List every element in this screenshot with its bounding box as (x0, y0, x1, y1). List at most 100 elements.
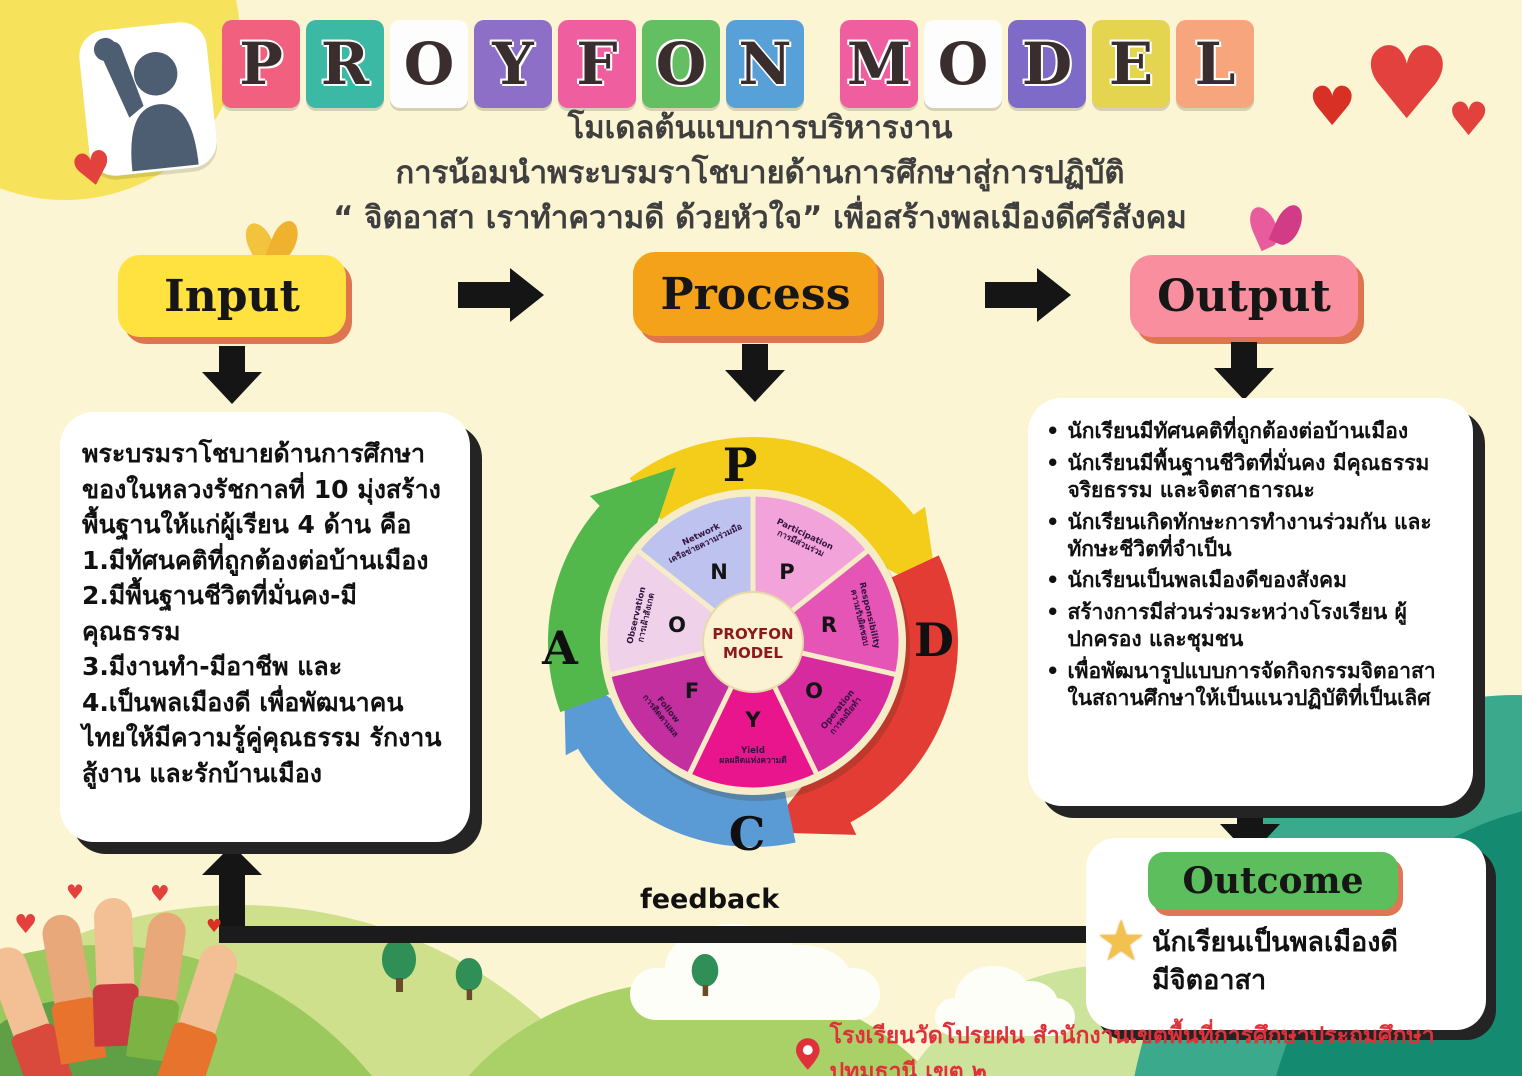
list-item: • เพื่อพัฒนารูปแบบการจัดกิจกรรมจิตอาสาในส… (1046, 658, 1455, 712)
segment-follow (606, 639, 756, 778)
segment-label: Followการติดตามผล (640, 687, 688, 740)
arrow-down-icon (202, 346, 262, 404)
proyfon-cycle-diagram: P D C A P R O Y F O N Participationการมี… (541, 437, 958, 861)
feedback-label: feedback (640, 884, 780, 915)
list-item-text: เพื่อพัฒนารูปแบบการจัดกิจกรรมจิตอาสาในสถ… (1067, 659, 1436, 710)
star-icon: ★ (1096, 909, 1147, 974)
segment-letter: N (710, 560, 728, 584)
list-item-text: นักเรียนมีพื้นฐานชีวิตที่มั่นคง มีคุณธรร… (1067, 450, 1430, 502)
hub-title-line1: PROYFON (712, 625, 793, 643)
outcome-text: นักเรียนเป็นพลเมืองดี มีจิตอาสา (1152, 927, 1398, 996)
arrow-right-icon (458, 268, 544, 322)
app-title: P R O Y F O N M O D E L (222, 20, 1254, 108)
list-item-text: นักเรียนเกิดทักษะการทำงานร่วมกัน และทักษ… (1067, 509, 1432, 561)
title-letter: F (558, 20, 636, 108)
bullet-icon: • (1046, 568, 1060, 593)
heart-icon: ♥ (206, 916, 223, 937)
wheel-shadow (604, 495, 910, 801)
pdca-letter-a: A (541, 621, 579, 675)
pdca-letter-c: C (729, 807, 766, 861)
list-item: • นักเรียนเกิดทักษะการทำงานร่วมกัน และทัก… (1046, 509, 1455, 563)
title-letter: E (1092, 20, 1170, 108)
heart-icon: ♥ (1362, 25, 1452, 142)
input-description-box: พระบรมราโชบายด้านการศึกษา ของในหลวงรัชกา… (60, 412, 470, 842)
segment-letter: R (821, 613, 837, 637)
bullet-icon: • (1046, 509, 1060, 534)
heart-icon: ♥ (150, 882, 170, 907)
segment-letter: O (668, 613, 686, 637)
subtitle-line-3: “ จิตอาสา เราทำความดี ด้วยหัวใจ” เพื่อสร… (333, 200, 1187, 236)
arrow-right-icon (985, 268, 1071, 322)
cycle-arrow-check (563, 664, 796, 847)
bullet-icon: • (1046, 450, 1060, 475)
school-credit: โรงเรียนวัดโปรยฝน สำนักงานเขตพื้นที่การศ… (796, 1018, 1522, 1076)
list-item: • นักเรียนมีพื้นฐานชีวิตที่มั่นคง มีคุณธร… (1046, 450, 1455, 504)
title-letter: P (222, 20, 300, 108)
bullet-icon: • (1046, 659, 1060, 683)
cloud-shape (630, 923, 880, 1020)
raised-hands-illustration: ♥ ♥ ♥ ♥ (0, 878, 242, 1076)
volunteer-logo (76, 19, 220, 179)
title-letter: Y (474, 20, 552, 108)
subtitle-line-1: โมเดลต้นแบบการบริหารงาน (567, 110, 953, 146)
list-item-text: นักเรียนมีทัศนคติที่ถูกต้องต่อบ้านเมือง (1067, 419, 1409, 443)
bullet-icon: • (1046, 419, 1060, 443)
tree-shape (382, 938, 416, 992)
title-letter: M (840, 20, 918, 108)
tree-shape (691, 953, 719, 997)
process-stage-pill: Process (633, 252, 878, 336)
wheel-hub (702, 591, 804, 693)
list-item: • สร้างการมีส่วนร่วมระหว่างโรงเรียน ผู้ปก… (1046, 599, 1455, 653)
cycle-arrow-do (765, 555, 958, 835)
list-item-text: นักเรียนเป็นพลเมืองดีของสังคม (1067, 568, 1347, 593)
arrow-up-icon (202, 845, 262, 930)
segment-label: Observationการเฝ้าสังเกต (625, 586, 658, 647)
outcome-box: Outcome ★ นักเรียนเป็นพลเมืองดี มีจิตอาส… (1086, 838, 1486, 1030)
feedback-line (219, 926, 1089, 943)
title-letter: O (642, 20, 720, 108)
cycle-arrow-plan (629, 437, 939, 597)
title-letter: R (306, 20, 384, 108)
segment-label: Operationการลงมือทำ (819, 688, 864, 738)
segment-yield (686, 639, 820, 793)
list-item: • นักเรียนมีทัศนคติที่ถูกต้องต่อบ้านเมือง (1046, 418, 1455, 445)
input-stage-pill: Input (118, 255, 346, 337)
subtitle-line-2: การน้อมนำพระบรมราโชบายด้านการศึกษาสู่การ… (395, 155, 1125, 191)
segment-label: Networkเครือข่ายความร่วมมือ (663, 513, 744, 566)
title-letter: O (390, 20, 468, 108)
bullet-icon: • (1046, 600, 1060, 625)
segment-operation (750, 639, 900, 778)
arrow-down-icon (1214, 342, 1274, 400)
leaf-decoration (1268, 200, 1308, 250)
segment-network (634, 491, 756, 645)
outcome-stage-pill: Outcome (1148, 852, 1398, 910)
heart-icon: ♥ (14, 910, 38, 940)
segment-letter: O (805, 679, 823, 703)
hub-title-line2: MODEL (723, 644, 783, 662)
output-stage-pill: Output (1130, 255, 1358, 337)
location-pin-icon (796, 1038, 820, 1070)
heart-icon: ♥ (66, 880, 84, 904)
person-raising-arm-icon (93, 37, 199, 172)
list-item: • นักเรียนเป็นพลเมืองดีของสังคม (1046, 567, 1455, 594)
title-letter: O (924, 20, 1002, 108)
list-item-text: สร้างการมีส่วนร่วมระหว่างโรงเรียน ผู้ปกค… (1067, 600, 1407, 652)
segment-label: Responsibilityความรับผิดชอบ (847, 581, 882, 652)
heart-icon: ♥ (1308, 75, 1357, 138)
segment-observation (602, 547, 756, 678)
tree-shape (455, 957, 483, 1001)
segment-responsibility (750, 547, 904, 678)
wheel-ring (600, 489, 906, 795)
segment-letter: Y (744, 708, 761, 732)
segment-letter: F (685, 679, 699, 703)
segment-letter: P (779, 560, 794, 584)
title-letter: N (726, 20, 804, 108)
pdca-letter-p: P (723, 438, 758, 492)
title-letter: L (1176, 20, 1254, 108)
segment-participation (750, 491, 872, 645)
output-list-box: • นักเรียนมีทัศนคติที่ถูกต้องต่อบ้านเมือง… (1028, 398, 1473, 806)
cloud-shape (935, 965, 1075, 1036)
heart-icon: ♥ (1448, 92, 1490, 146)
